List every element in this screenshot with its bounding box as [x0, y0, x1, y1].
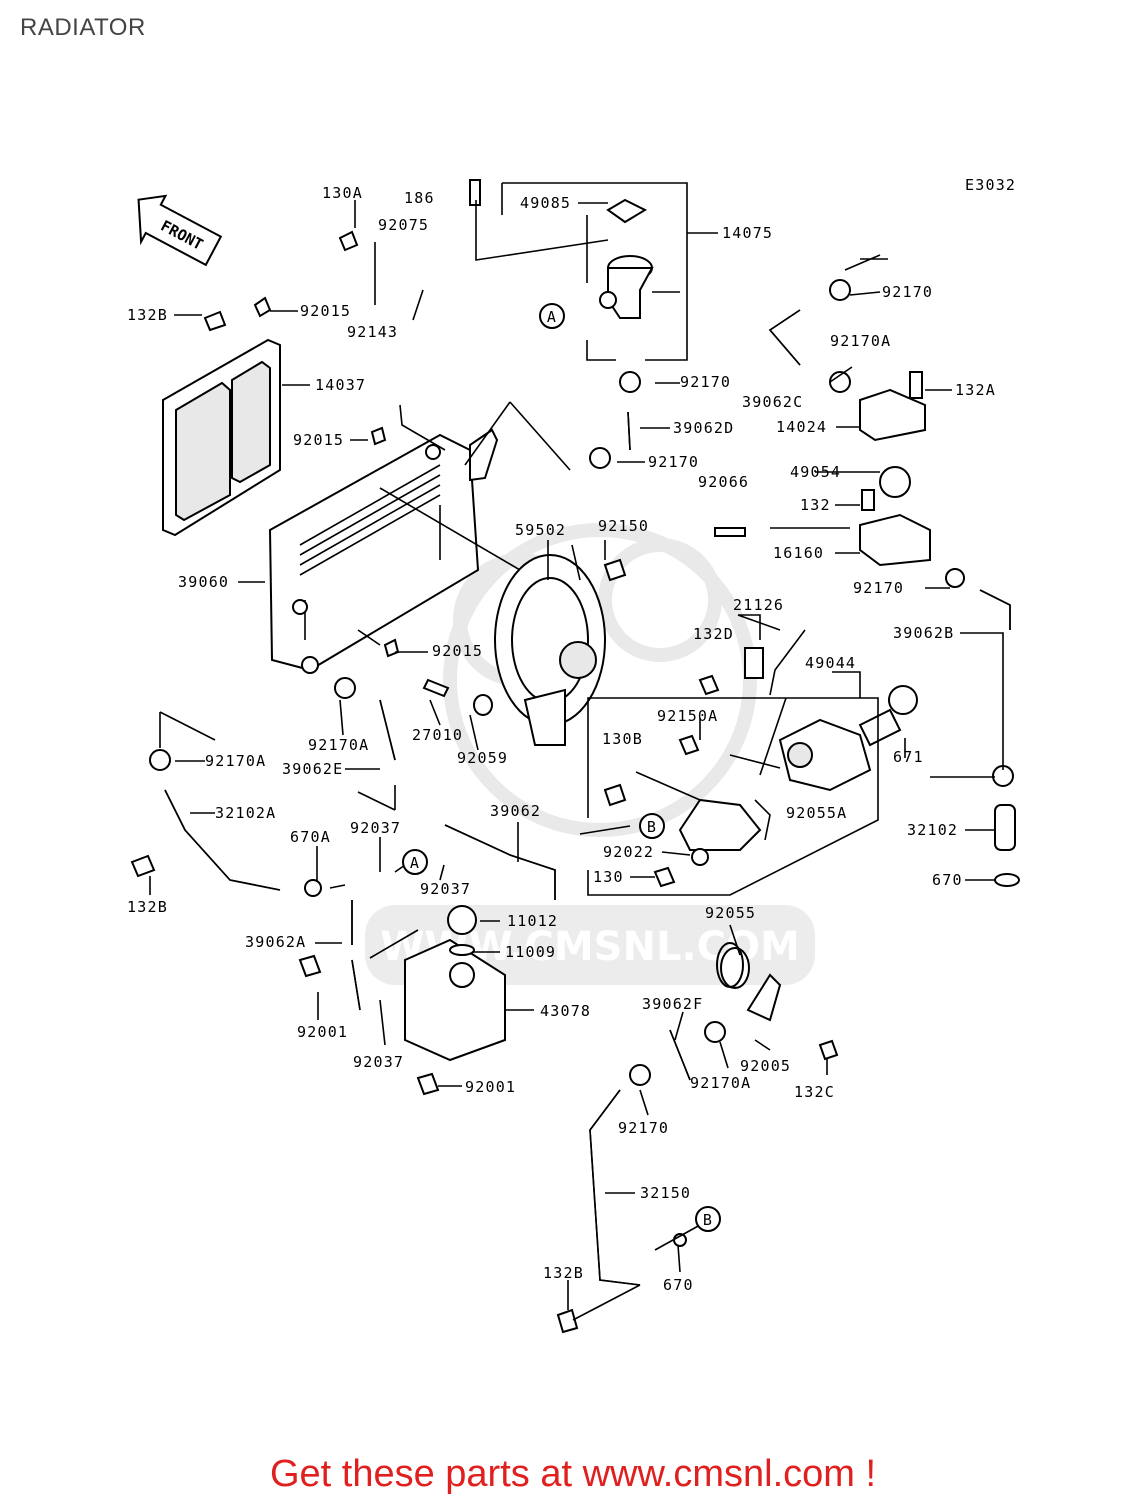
radiator-grille [162, 338, 281, 537]
part-label: 670A [290, 828, 331, 846]
part-label: 92005 [740, 1057, 791, 1075]
part-label: 92170A [205, 752, 266, 770]
part-label: 92022 [603, 843, 654, 861]
part-label: 11009 [505, 943, 556, 961]
hoses [164, 309, 1011, 1286]
ref-marker-a-top: A [539, 303, 565, 329]
svg-text:A: A [547, 308, 557, 326]
part-label: 92037 [420, 880, 471, 898]
part-label: 14037 [315, 376, 366, 394]
part-label: 14075 [722, 224, 773, 242]
ref-marker-b-bottom: B [695, 1206, 721, 1232]
part-label: 92170A [308, 736, 369, 754]
part-label: 132D [693, 625, 734, 643]
part-label: 92170A [690, 1074, 751, 1092]
part-label: 39062 [490, 802, 541, 820]
ref-marker-b-top: B [639, 813, 665, 839]
part-label: 39062F [642, 995, 703, 1013]
part-label: 32150 [640, 1184, 691, 1202]
part-label: 39062E [282, 760, 343, 778]
part-label: 32102A [215, 804, 276, 822]
part-label: 39062B [893, 624, 954, 642]
thermostat-housing [859, 388, 931, 567]
part-label: 49054 [790, 463, 841, 481]
front-arrow: FRONT [137, 194, 223, 267]
part-label: 92170A [830, 332, 891, 350]
part-label: 92075 [378, 216, 429, 234]
part-label: 92150 [598, 517, 649, 535]
ref-marker-a-bottom: A [402, 849, 428, 875]
part-label: 130 [593, 868, 624, 886]
part-label: 92170 [853, 579, 904, 597]
part-label: 39060 [178, 573, 229, 591]
part-label: 132A [955, 381, 996, 399]
part-label: 92170 [680, 373, 731, 391]
footer-link-text[interactable]: Get these parts at www.cmsnl.com ! [269, 1453, 877, 1495]
part-label: 92015 [432, 642, 483, 660]
leader-lines [149, 182, 1004, 1321]
part-label: 132B [127, 898, 168, 916]
part-label: 671 [893, 748, 924, 766]
figure-code: E3032 [965, 176, 1016, 194]
part-label: 670 [932, 871, 963, 889]
part-label: 49044 [805, 654, 856, 672]
part-label: 27010 [412, 726, 463, 744]
page-title: RADIATOR [20, 14, 146, 41]
part-label: 92150A [657, 707, 718, 725]
part-label: 92170 [618, 1119, 669, 1137]
part-label: 92059 [457, 749, 508, 767]
part-label: 39062C [742, 393, 803, 411]
part-label: 92066 [698, 473, 749, 491]
radiator [268, 428, 499, 674]
water-pump [778, 685, 918, 792]
part-label: 39062A [245, 933, 306, 951]
part-label: 92001 [465, 1078, 516, 1096]
part-label: 132B [543, 1264, 584, 1282]
part-label: 21126 [733, 596, 784, 614]
svg-text:A: A [410, 854, 420, 872]
part-label: 43078 [540, 1002, 591, 1020]
part-label: 92170 [648, 453, 699, 471]
part-label: 11012 [507, 912, 558, 930]
filler-neck [599, 198, 654, 319]
part-label: 132B [127, 306, 168, 324]
part-label: 49085 [520, 194, 571, 212]
part-label: 670 [663, 1276, 694, 1294]
part-label: 92015 [300, 302, 351, 320]
part-label: 14024 [776, 418, 827, 436]
bolts [130, 179, 923, 1334]
part-label: 92037 [353, 1053, 404, 1071]
part-label: 132 [800, 496, 831, 514]
pipe-32102 [994, 804, 1020, 887]
part-label: 130A [322, 184, 363, 202]
part-label: 39062D [673, 419, 734, 437]
part-labels: 130A 186 49085 14075 92075 92015 92143 1… [127, 184, 996, 1294]
part-label: 92015 [293, 431, 344, 449]
svg-text:B: B [703, 1211, 713, 1229]
part-label: 92001 [297, 1023, 348, 1041]
reservoir-tank [404, 905, 506, 1062]
part-label: 92143 [347, 323, 398, 341]
part-label: 92037 [350, 819, 401, 837]
part-label: 130B [602, 730, 643, 748]
part-label: 186 [404, 189, 435, 207]
part-label: 59502 [515, 521, 566, 539]
part-label: 132C [794, 1083, 835, 1101]
pump-cover [678, 798, 771, 851]
cooling-fan [494, 554, 606, 746]
part-label: 92055 [705, 904, 756, 922]
part-label: 32102 [907, 821, 958, 839]
part-label: 92055A [786, 804, 847, 822]
part-label: 16160 [773, 544, 824, 562]
svg-text:B: B [647, 818, 657, 836]
part-label: 92170 [882, 283, 933, 301]
